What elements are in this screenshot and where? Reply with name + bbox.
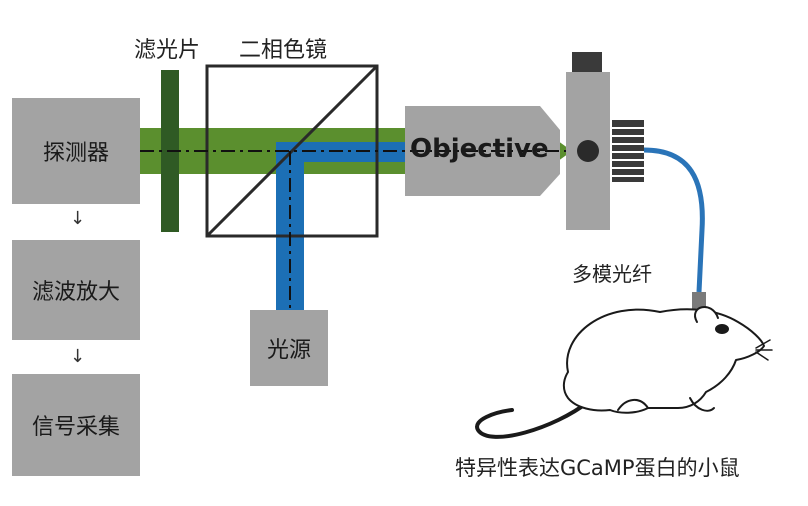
detector-box: 探测器 bbox=[12, 98, 140, 204]
dichroic-mirror bbox=[205, 64, 379, 238]
fiber-label: 多模光纤 bbox=[572, 262, 652, 286]
mouse-eye bbox=[715, 324, 729, 334]
arrow-down-2: ↓ bbox=[70, 346, 86, 367]
dichroic-label: 二相色镜 bbox=[239, 38, 328, 63]
signal-acq-box: 信号采集 bbox=[12, 374, 140, 476]
light-source-box: 光源 bbox=[250, 310, 328, 386]
multimode-fiber bbox=[643, 147, 705, 293]
mouse-illustration bbox=[475, 306, 773, 439]
filter-label: 滤光片 bbox=[134, 38, 201, 63]
objective-label: Objective bbox=[410, 134, 549, 164]
arrow-down-1: ↓ bbox=[70, 208, 86, 229]
objective-body bbox=[405, 106, 560, 196]
mount-top-block bbox=[572, 52, 602, 72]
filter-amp-box: 滤波放大 bbox=[12, 240, 140, 340]
mouse-caption: 特异性表达GCaMP蛋白的小鼠 bbox=[455, 456, 740, 480]
ferrule-ball bbox=[577, 140, 599, 162]
connector-rib-lines bbox=[612, 127, 644, 177]
